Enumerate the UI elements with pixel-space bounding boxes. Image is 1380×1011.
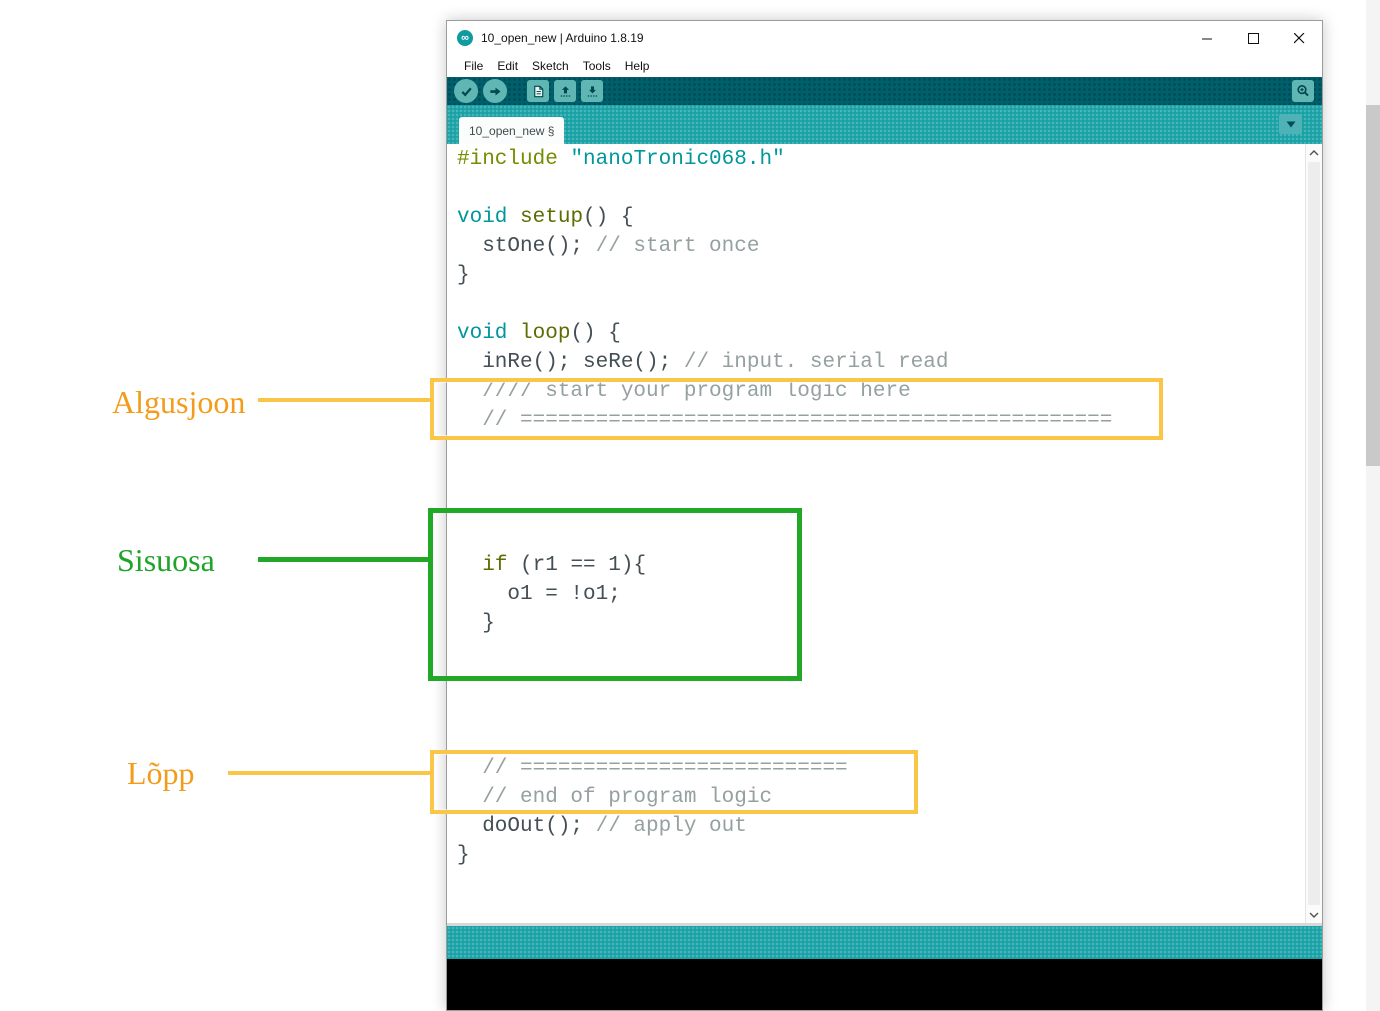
code-line[interactable]	[457, 290, 1304, 319]
annotation-line-lopp	[228, 771, 433, 775]
code-token: void	[457, 322, 507, 345]
down-arrow-icon	[585, 84, 600, 99]
close-icon	[1294, 33, 1305, 44]
code-line[interactable]	[457, 174, 1304, 203]
minimize-button[interactable]	[1184, 21, 1230, 55]
code-token: stOne();	[457, 235, 596, 258]
chevron-up-icon	[1309, 150, 1319, 156]
code-token	[507, 206, 520, 229]
code-token: setup	[520, 206, 583, 229]
code-line[interactable]: void loop() {	[457, 319, 1304, 348]
code-token	[558, 148, 571, 171]
upload-button[interactable]	[483, 79, 507, 103]
menu-bar: File Edit Sketch Tools Help	[447, 55, 1322, 77]
code-token: inRe(); seRe();	[457, 351, 684, 374]
annotation-box-lopp	[430, 750, 918, 814]
maximize-button[interactable]	[1230, 21, 1276, 55]
editor-scrollbar[interactable]	[1305, 144, 1322, 923]
annotation-box-algusjoon	[430, 378, 1163, 440]
annotation-label-lopp: Lõpp	[127, 757, 195, 791]
code-token: // input. serial read	[684, 351, 949, 374]
arduino-app-icon: ∞	[457, 30, 473, 46]
tab-10-open-new[interactable]: 10_open_new §	[459, 117, 564, 144]
code-token: #include	[457, 148, 558, 171]
code-line[interactable]	[457, 696, 1304, 725]
scrollbar-thumb[interactable]	[1308, 162, 1320, 905]
code-line[interactable]: void setup() {	[457, 203, 1304, 232]
toolbar	[447, 77, 1322, 105]
toolbar-buttons	[447, 79, 603, 103]
new-document-icon	[531, 84, 546, 99]
right-arrow-icon	[488, 84, 503, 99]
window-controls	[1184, 21, 1322, 55]
annotation-box-sisuosa	[428, 508, 802, 681]
open-sketch-button[interactable]	[554, 80, 576, 102]
page-scrollbar[interactable]	[1366, 0, 1380, 1011]
code-line[interactable]: stOne(); // start once	[457, 232, 1304, 261]
up-arrow-icon	[558, 84, 573, 99]
scroll-up-button[interactable]	[1306, 144, 1322, 161]
code-token: // apply out	[596, 815, 747, 838]
verify-button[interactable]	[454, 79, 478, 103]
chevron-down-icon	[1309, 912, 1319, 918]
code-token: }	[457, 844, 470, 867]
code-token: // start once	[596, 235, 760, 258]
code-token: }	[457, 264, 470, 287]
maximize-icon	[1248, 33, 1259, 44]
menu-item-help[interactable]: Help	[618, 59, 657, 73]
chevron-down-icon	[1285, 120, 1297, 129]
console-output	[447, 959, 1322, 1010]
annotation-label-algusjoon: Algusjoon	[112, 386, 245, 420]
code-line[interactable]: }	[457, 841, 1304, 870]
menu-item-edit[interactable]: Edit	[490, 59, 525, 73]
code-token	[507, 322, 520, 345]
annotation-line-algusjoon	[258, 398, 433, 402]
code-token: "nanoTronic068.h"	[570, 148, 784, 171]
menu-item-tools[interactable]: Tools	[576, 59, 618, 73]
minimize-icon	[1202, 33, 1213, 44]
menu-item-sketch[interactable]: Sketch	[525, 59, 576, 73]
code-line[interactable]: inRe(); seRe(); // input. serial read	[457, 348, 1304, 377]
new-sketch-button[interactable]	[527, 80, 549, 102]
menu-item-file[interactable]: File	[457, 59, 490, 73]
save-sketch-button[interactable]	[581, 80, 603, 102]
code-token: doOut();	[457, 815, 596, 838]
checkmark-icon	[459, 84, 474, 99]
serial-monitor-button[interactable]	[1292, 80, 1314, 102]
title-bar[interactable]: ∞ 10_open_new | Arduino 1.8.19	[447, 21, 1322, 55]
close-button[interactable]	[1276, 21, 1322, 55]
window-title: 10_open_new | Arduino 1.8.19	[481, 31, 644, 45]
tab-bar: 10_open_new §	[447, 105, 1322, 144]
page-scrollbar-thumb[interactable]	[1366, 105, 1380, 466]
annotation-line-sisuosa	[258, 557, 431, 562]
scroll-down-button[interactable]	[1306, 906, 1322, 923]
code-token: loop	[520, 322, 570, 345]
code-token: () {	[570, 322, 620, 345]
code-line[interactable]: doOut(); // apply out	[457, 812, 1304, 841]
code-token: () {	[583, 206, 633, 229]
annotation-label-sisuosa: Sisuosa	[117, 544, 215, 578]
code-line[interactable]: }	[457, 261, 1304, 290]
code-line[interactable]: #include "nanoTronic068.h"	[457, 145, 1304, 174]
tab-menu-button[interactable]	[1279, 114, 1302, 134]
status-bar	[447, 926, 1322, 959]
magnifier-icon	[1295, 83, 1311, 99]
code-token: void	[457, 206, 507, 229]
code-line[interactable]	[457, 464, 1304, 493]
